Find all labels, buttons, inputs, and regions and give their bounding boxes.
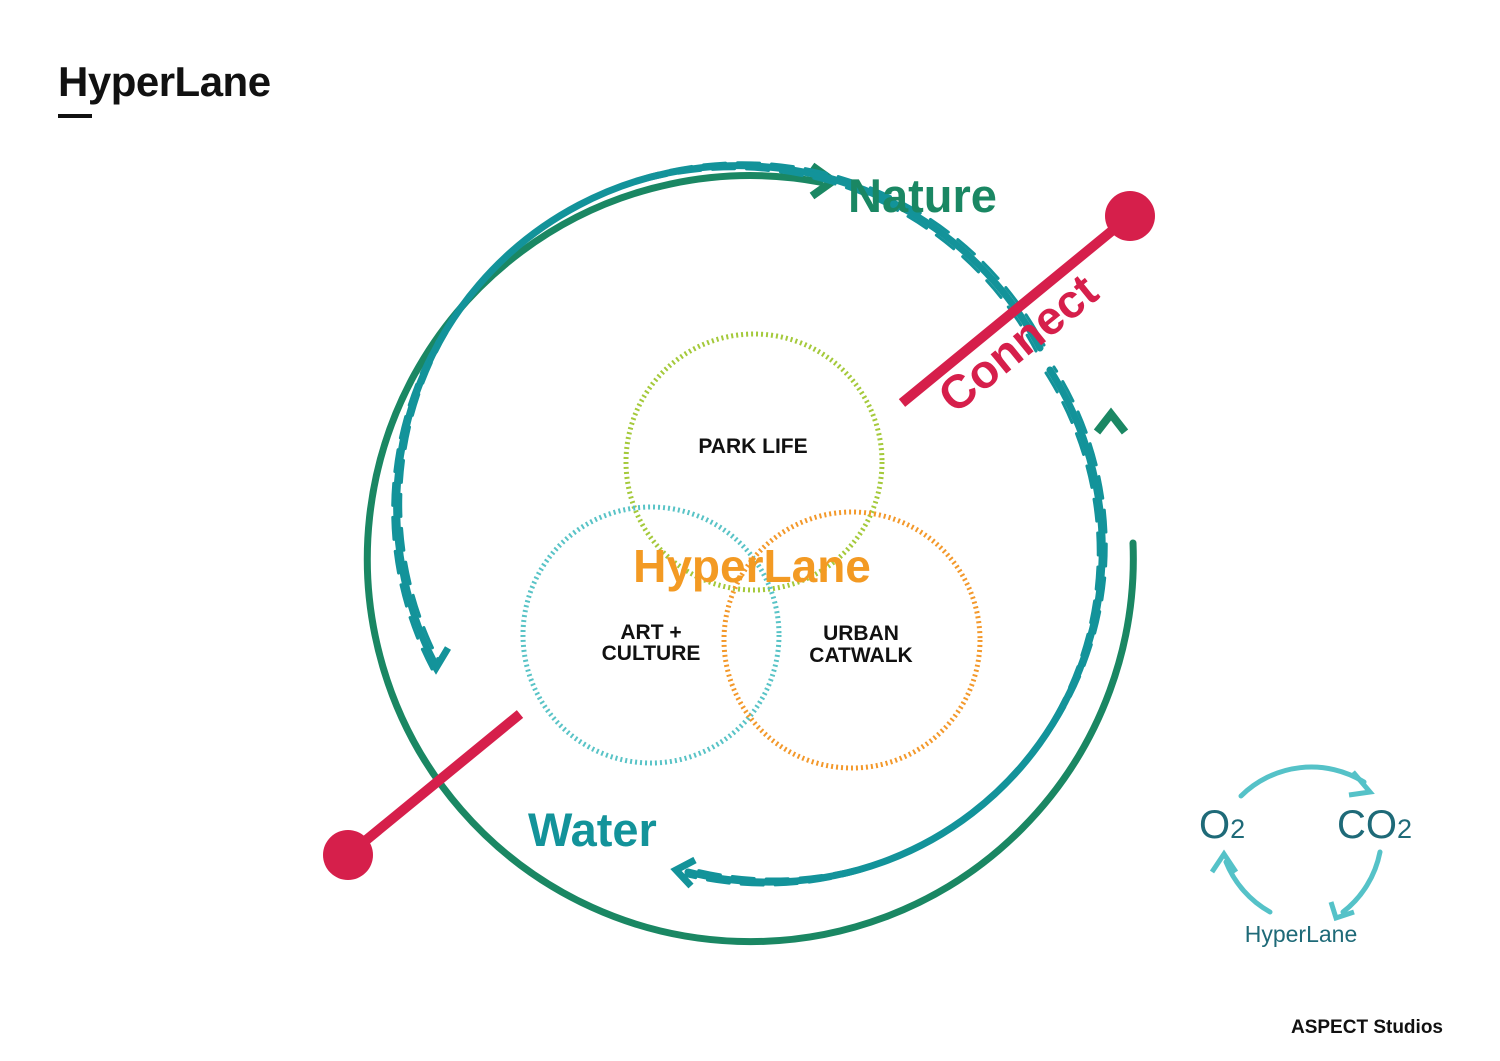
cycle-arrow-hyperlane-icon — [1328, 901, 1355, 922]
nature-ring — [363, 172, 1137, 946]
art-culture-circle — [520, 504, 782, 766]
connect-line-bottom — [344, 710, 524, 859]
water-label: Water — [528, 803, 657, 856]
art-culture-label-1: ART + — [620, 621, 681, 644]
connect-node-bottom — [323, 830, 373, 880]
oxygen-cycle — [1223, 764, 1383, 915]
cycle-arrow-o2-icon — [1209, 849, 1239, 874]
connect-label: Connect — [928, 263, 1108, 423]
art-culture-label-2: CULTURE — [602, 642, 701, 665]
o2-label: O2 — [1199, 803, 1245, 847]
urban-catwalk-circle — [721, 509, 983, 771]
nature-label: Nature — [848, 169, 997, 222]
co2-subscript: 2 — [1397, 814, 1412, 844]
connect-line-top — [898, 212, 1134, 407]
co2-text: CO — [1337, 803, 1397, 847]
cycle-hyperlane-label: HyperLane — [1245, 921, 1358, 947]
water-arrow-left-icon — [420, 646, 452, 675]
center-label: HyperLane — [633, 540, 871, 592]
urban-catwalk-label-2: CATWALK — [809, 644, 912, 667]
park-life-circle — [623, 331, 885, 593]
water-ring — [391, 161, 1108, 887]
o2-text: O — [1199, 803, 1230, 847]
co2-label: CO2 — [1337, 803, 1412, 847]
o2-subscript: 2 — [1230, 814, 1245, 844]
connect-node-top — [1105, 191, 1155, 241]
water-arrow-bottom-icon — [670, 856, 697, 889]
park-life-label: PARK LIFE — [698, 435, 807, 458]
nature-arrow-right-icon — [1093, 407, 1129, 435]
studio-credit: ASPECT Studios — [1290, 1017, 1443, 1038]
cycle-arrow-co2-icon — [1348, 770, 1375, 798]
page-title: HyperLane — [58, 58, 271, 105]
title-underline — [58, 114, 92, 118]
urban-catwalk-label-1: URBAN — [823, 622, 899, 645]
